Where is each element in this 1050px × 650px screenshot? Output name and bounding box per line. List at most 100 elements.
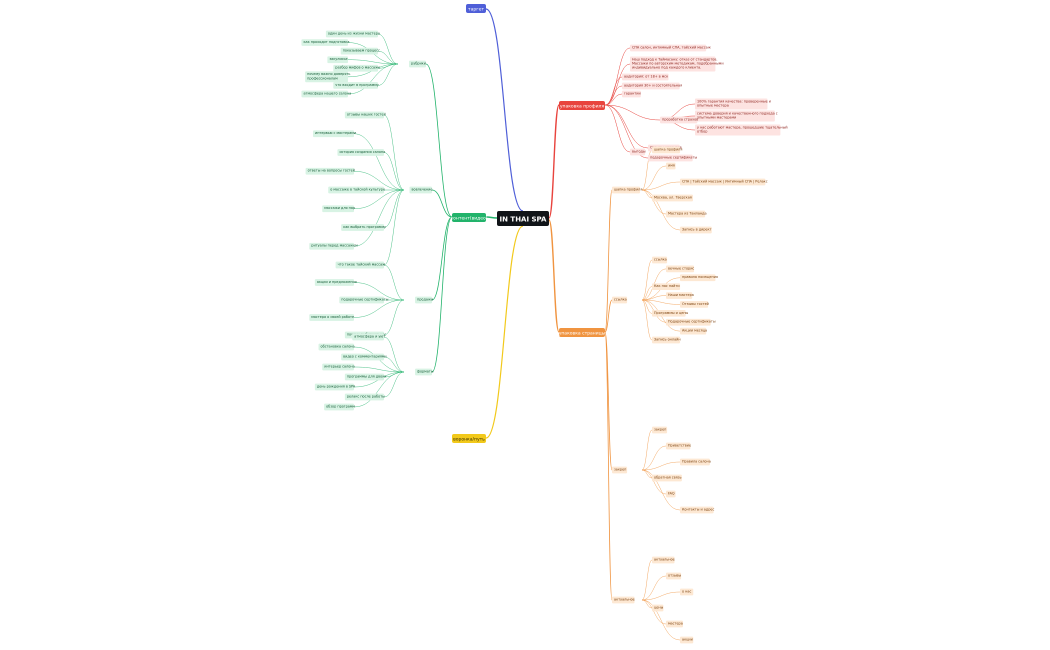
- kontent-node-9[interactable]: интервью с мастерами: [313, 130, 356, 138]
- branch-target[interactable]: таргет: [466, 4, 486, 13]
- stranitsa-node-2[interactable]: СПА | Тайский массаж | Интимный СПА | Ре…: [680, 178, 768, 186]
- stranitsa-node-4-box: [666, 210, 706, 218]
- stranitsa-node-10-text: Наши мастера: [668, 293, 694, 297]
- kontent-group-3[interactable]: форматы: [415, 368, 434, 376]
- stranitsa-node-0[interactable]: шапка профиля: [652, 146, 682, 154]
- upak-node-7-text: у нас работают мастера, прошедшие тщател…: [697, 125, 788, 129]
- kontent-node-18-box: [314, 279, 354, 286]
- stranitsa-node-19[interactable]: обратная связь: [652, 474, 682, 482]
- stranitsa-node-1[interactable]: имя: [666, 162, 676, 170]
- kontent-node-27[interactable]: день рождения в SPA: [314, 383, 356, 391]
- stranitsa-node-21[interactable]: Контакты и адрес: [680, 506, 714, 514]
- kontent-node-0-text: один день из жизни мастера: [328, 31, 380, 35]
- stranitsa-node-19-box: [652, 474, 682, 482]
- kontent-node-19[interactable]: подарочные сертификаты: [339, 296, 389, 304]
- kontent-node-17[interactable]: что такое тайский массаж: [335, 261, 386, 269]
- upak-node-5[interactable]: 100% гарантия качества: проверенные иопы…: [695, 98, 771, 110]
- upak-node-5-box: [695, 98, 768, 110]
- upak-node-10[interactable]: подарочные сертификаты: [648, 154, 697, 162]
- kontent-node-22[interactable]: атмосфера и уют: [352, 333, 385, 341]
- mindmap-edge: [431, 216, 453, 301]
- stranitsa-node-13[interactable]: Подарочные сертификаты: [666, 318, 716, 326]
- kontent-node-11[interactable]: ответы на вопросы гостей: [305, 167, 355, 175]
- upak-node-fears[interactable]: проработка страхов: [660, 116, 698, 124]
- branch-kontent[interactable]: контент(видео): [450, 213, 488, 222]
- stranitsa-node-18[interactable]: Правила салона: [680, 458, 711, 466]
- upak-node-5-text: 100% гарантия качества: проверенные и: [697, 99, 771, 103]
- stranitsa-node-5[interactable]: Запись в директ: [680, 226, 712, 234]
- kontent-node-28[interactable]: релакс после работы: [344, 393, 385, 401]
- stranitsa-node-9[interactable]: Как нас найти: [652, 283, 681, 291]
- stranitsa-node-7[interactable]: вечные сторис: [666, 265, 694, 273]
- kontent-node-7[interactable]: атмосфера нашего салона: [301, 90, 351, 98]
- kontent-node-4[interactable]: разбор мифов о массаже: [333, 64, 380, 72]
- kontent-node-2[interactable]: показываем процесс: [340, 47, 380, 55]
- kontent-node-25-box: [322, 363, 354, 371]
- upak-node-7[interactable]: у нас работают мастера, прошедшие тщател…: [695, 124, 788, 136]
- stranitsa-node-8[interactable]: правила посещения: [680, 274, 718, 282]
- upak-node-10-text: подарочные сертификаты: [650, 155, 697, 159]
- stranitsa-node-23[interactable]: отзывы: [666, 572, 682, 580]
- kontent-node-14[interactable]: как выбрать программу: [341, 224, 386, 231]
- stranitsa-node-17[interactable]: Приветствие: [666, 442, 691, 450]
- upak-node-1[interactable]: Наш подход к Таймасану: отказ от стандар…: [630, 56, 724, 72]
- kontent-node-1[interactable]: как проходит подготовка: [301, 39, 349, 46]
- kontent-node-29[interactable]: обзор программ: [324, 403, 355, 411]
- upak-node-8[interactable]: выгоды: [630, 148, 646, 156]
- branch-voronka[interactable]: воронка/путь: [452, 434, 486, 443]
- kontent-node-25[interactable]: интерьер салона: [322, 363, 355, 371]
- stranitsa-node-6[interactable]: ссылка: [652, 256, 668, 264]
- mindmap-edge: [641, 286, 653, 301]
- kontent-node-10[interactable]: история создания салона: [337, 149, 385, 156]
- kontent-node-24[interactable]: видео с комментариями: [341, 353, 387, 361]
- kontent-group-1[interactable]: вовлечение: [409, 186, 433, 194]
- stranitsa-node-20-box: [666, 490, 676, 498]
- kontent-node-15[interactable]: ритуалы перед массажем: [309, 242, 358, 250]
- upak-node-3[interactable]: аудитория 30+ и состоятельная: [622, 82, 682, 90]
- stranitsa-node-20[interactable]: FAQ: [666, 490, 676, 498]
- kontent-node-18[interactable]: акции и предложения: [314, 279, 357, 286]
- kontent-group-0[interactable]: рубрики: [409, 60, 426, 68]
- stranitsa-group-22[interactable]: актуальное: [612, 596, 635, 604]
- stranitsa-node-16[interactable]: закреп: [652, 426, 668, 434]
- root-node[interactable]: IN THAI SPA: [497, 211, 549, 226]
- kontent-node-13[interactable]: массажи для пар: [322, 205, 355, 213]
- stranitsa-node-10[interactable]: Наши мастера: [666, 292, 694, 299]
- kontent-node-8[interactable]: отзывы наших гостей: [344, 111, 386, 119]
- stranitsa-node-3[interactable]: Москва, ул. Тверская: [652, 194, 693, 202]
- kontent-node-26[interactable]: программы для двоих: [344, 373, 387, 381]
- kontent-node-10-text: история создания салона: [339, 150, 385, 154]
- kontent-node-23[interactable]: обстановка салона: [318, 343, 355, 351]
- upak-node-2[interactable]: аудитория: от 18+ в мск: [622, 73, 669, 81]
- stranitsa-node-25[interactable]: цены: [652, 604, 664, 612]
- stranitsa-group-16[interactable]: закреп: [612, 466, 628, 474]
- kontent-node-6[interactable]: что входит в программу: [333, 82, 379, 89]
- branch-stranitsa[interactable]: упаковка страницы: [559, 328, 606, 337]
- upak-node-6-box: [695, 110, 775, 122]
- stranitsa-node-24[interactable]: о нас: [680, 588, 694, 596]
- stranitsa-group-6[interactable]: ссылка: [612, 296, 628, 304]
- kontent-node-20-box: [309, 314, 354, 321]
- stranitsa-node-4[interactable]: Мастера из Таиланда: [666, 210, 707, 218]
- stranitsa-node-27[interactable]: акции: [680, 636, 694, 644]
- stranitsa-group-0[interactable]: шапка профиля: [612, 186, 642, 194]
- upak-node-0[interactable]: СПА салон, интимный СПА, тайский массаж: [630, 44, 711, 52]
- stranitsa-node-15[interactable]: Запись онлайн: [652, 336, 681, 344]
- kontent-node-12[interactable]: о массаже в тайской культуре: [328, 186, 385, 194]
- kontent-node-0[interactable]: один день из жизни мастера: [325, 30, 380, 38]
- kontent-group-2[interactable]: продажи: [415, 296, 433, 304]
- upak-node-6[interactable]: система доверия и качественного подхода …: [695, 110, 778, 122]
- kontent-node-3[interactable]: закулисье: [327, 56, 348, 64]
- kontent-node-20[interactable]: мастера о своей работе: [309, 314, 354, 321]
- stranitsa-node-26[interactable]: мастера: [666, 620, 683, 628]
- stranitsa-node-11[interactable]: Отзывы гостей: [680, 301, 709, 308]
- stranitsa-node-12[interactable]: Программы и цены: [652, 309, 689, 317]
- branch-upak[interactable]: упаковка профиля: [559, 101, 605, 110]
- stranitsa-node-22[interactable]: актуальное: [652, 556, 675, 564]
- stranitsa-group-0-box: [612, 186, 641, 194]
- kontent-node-3-box: [327, 56, 348, 64]
- upak-node-6-text: опытными мастерами: [697, 116, 736, 120]
- stranitsa-node-14[interactable]: Акции месяца: [680, 327, 707, 335]
- upak-node-4[interactable]: гарантии: [622, 90, 641, 98]
